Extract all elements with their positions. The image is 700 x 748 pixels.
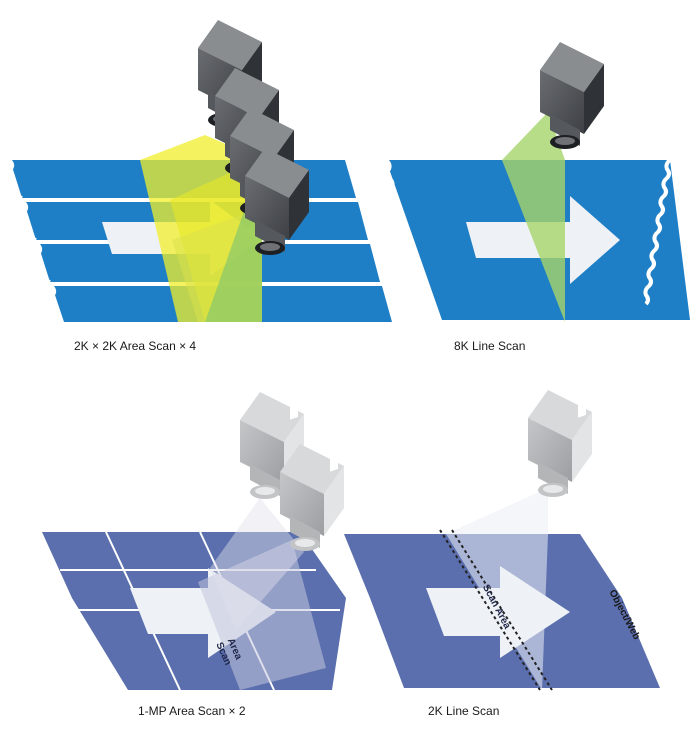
caption-top-left: 2K × 2K Area Scan × 4 [74,339,197,353]
panel-area-scan-1mp: Area Scan [42,392,346,691]
motion-arrow [426,566,570,658]
camera-beam [502,112,565,322]
camera-beam [198,540,326,690]
camera-icon [528,390,592,497]
scan-line [439,529,541,691]
caption-bottom-right: 2K Line Scan [428,704,500,718]
panel-line-scan-2k: Scan Area Object/Web [344,390,660,691]
caption-bottom-left: 1-MP Area Scan × 2 [138,704,246,718]
camera-beams [140,135,262,322]
panel-line-scan-8k [384,42,690,322]
caption-top-right: 8K Line Scan [454,339,526,353]
panel-area-scan-4 [8,20,392,326]
